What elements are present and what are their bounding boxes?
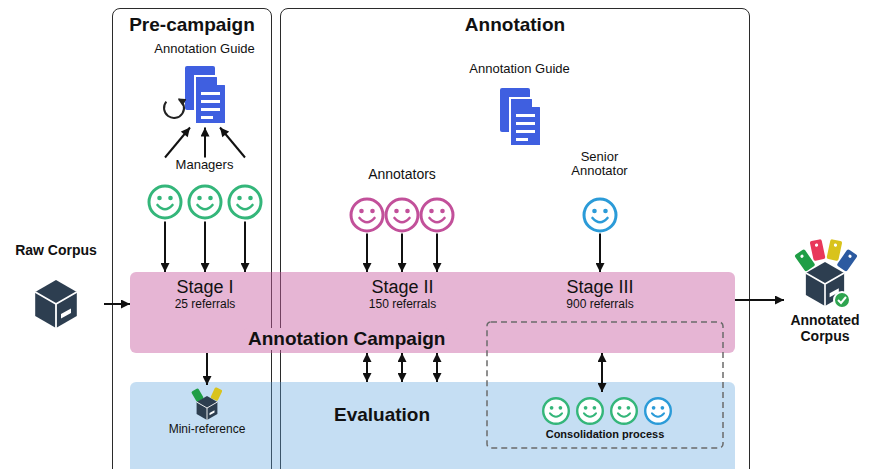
flow-arrow [599, 234, 601, 273]
annotated-corpus-icon [848, 254, 852, 258]
corpus-node: Raw Corpus [8, 242, 104, 334]
flow-arrow [244, 222, 246, 273]
flow-arrow [436, 234, 438, 273]
mini-reference-icon [191, 387, 223, 420]
stage-box: Stage I25 referrals [140, 272, 270, 322]
manager-smileys [149, 186, 261, 218]
annotated-corpus-icon [806, 262, 844, 306]
referral-count: 150 referrals [340, 298, 465, 312]
flow-arrow [164, 222, 166, 273]
annotator-smileys [386, 199, 418, 231]
corpus-label: Annotated Corpus [784, 312, 866, 344]
consolidation-smileys [611, 398, 637, 424]
guide-icon [185, 66, 226, 124]
mini-reference-icon [191, 388, 204, 402]
icon-label: Annotation Guide [140, 42, 270, 57]
flow-arrow [735, 299, 784, 301]
role-group: Annotators [340, 166, 465, 234]
annotated-corpus-icon [838, 297, 846, 303]
referral-count: 25 referrals [140, 298, 270, 312]
band-title: Evaluation [334, 404, 430, 426]
guide-icon [185, 66, 541, 146]
icon-label: Mini-reference [152, 423, 262, 437]
guide-node: Annotation Guide [140, 42, 270, 128]
band-title: Annotation Campaign [244, 328, 449, 350]
annotated-corpus-icon [815, 243, 819, 247]
manager-smileys [189, 186, 221, 218]
reference-node: Mini-reference [152, 385, 262, 440]
stage-name: Stage III [535, 277, 665, 298]
role-label: Managers [143, 158, 267, 173]
annotated-corpus-icon [826, 239, 842, 261]
annotated-corpus-icon [826, 239, 842, 261]
role-label: Annotators [340, 166, 465, 182]
flow-arrow [401, 353, 403, 382]
flow-arrow [104, 303, 130, 305]
flow-arrow [601, 353, 603, 392]
corpus-label: Raw Corpus [8, 242, 104, 258]
annotated-corpus-icon [794, 249, 815, 272]
stage-name: Stage I [140, 277, 270, 298]
flow-arrow [401, 234, 403, 273]
panel-title: Annotation [281, 14, 749, 36]
icon-label: Annotation Guide [455, 62, 585, 77]
annotator-smileys [351, 199, 453, 231]
corpus-node: Annotated Corpus [784, 236, 866, 352]
stage-name: Stage II [340, 277, 465, 298]
panel-title: Pre-campaign [113, 14, 271, 36]
role-group: Senior Annotator [550, 150, 650, 234]
mini-reference-icon [191, 388, 204, 402]
consolidation-smileys [543, 398, 671, 424]
senior-smiley [584, 199, 616, 231]
mini-reference-icon [197, 396, 218, 420]
annotated-corpus-icon [810, 239, 826, 261]
flow-arrow [165, 128, 190, 158]
consolidation-smileys [577, 398, 603, 424]
annotated-corpus-icon [794, 239, 858, 308]
stage-box: Stage III900 referrals [535, 272, 665, 322]
annotated-corpus-icon [834, 243, 838, 247]
campaign-band: Annotation CampaignStage I25 referralsSt… [130, 272, 735, 353]
flow-arrow [436, 353, 438, 382]
annotated-corpus-icon [800, 254, 804, 258]
raw-corpus-icon [35, 280, 77, 328]
role-group: Managers [143, 158, 267, 222]
flow-arrow [204, 128, 206, 158]
manager-smileys [229, 186, 261, 218]
consolidation-node: Consolidation process [530, 392, 680, 446]
consolidation-smileys [543, 398, 569, 424]
evaluation-band: EvaluationMini-reference Consolidation pr… [130, 382, 735, 469]
annotated-corpus-icon [836, 249, 857, 272]
flow-arrow [220, 128, 245, 158]
consolidation-smileys [645, 398, 671, 424]
annotator-smileys [421, 199, 453, 231]
revision-loop-arrow [164, 99, 184, 118]
manager-smileys [149, 186, 181, 218]
mini-reference-icon [210, 387, 222, 401]
guide-icon [500, 88, 541, 146]
mini-reference-icon [210, 387, 222, 401]
raw-corpus-icon [35, 280, 77, 328]
stage-box: Stage II150 referrals [340, 272, 465, 322]
annotated-corpus-icon [794, 249, 815, 272]
annotator-smileys [351, 199, 383, 231]
flow-arrow [366, 234, 368, 273]
flow-arrow [366, 353, 368, 382]
senior-smiley [584, 199, 616, 231]
group-label: Consolidation process [530, 428, 680, 441]
consolidation-frame [487, 322, 723, 448]
guide-node: Annotation Guide [455, 62, 585, 150]
annotated-corpus-icon [810, 239, 826, 261]
flow-arrow [204, 222, 206, 273]
flow-arrow [206, 353, 208, 385]
referral-count: 900 referrals [535, 298, 665, 312]
annotated-corpus-icon [836, 249, 857, 272]
role-label: Senior Annotator [565, 150, 635, 180]
annotated-corpus-icon [834, 292, 850, 308]
